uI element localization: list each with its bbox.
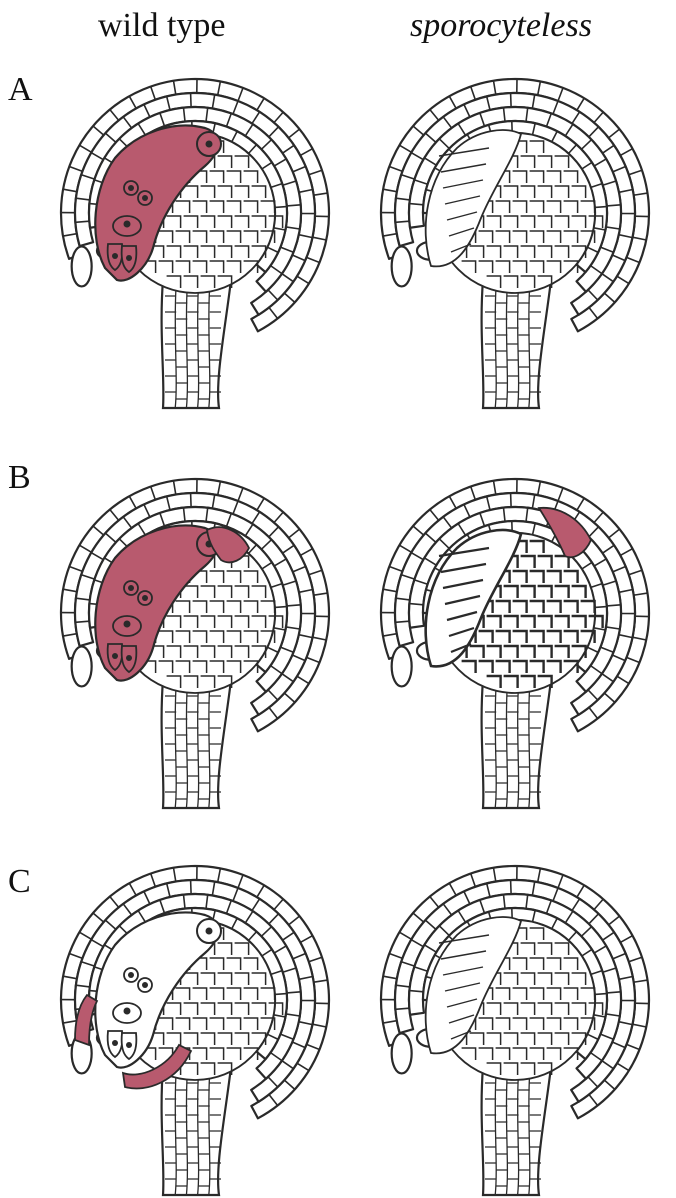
ovule-panel-a-wild-type	[45, 48, 345, 408]
polar-nucleolus	[142, 982, 148, 988]
outer-integument-tip	[72, 646, 92, 686]
polar-nucleolus	[142, 195, 148, 201]
synergid-nucleus	[126, 1042, 132, 1048]
row-label-c: C	[8, 862, 31, 902]
synergid-nucleus	[112, 1040, 118, 1046]
ovule-panel-c-wild-type	[45, 835, 345, 1195]
outer-integument-tip	[72, 246, 92, 286]
synergid-nucleus	[112, 253, 118, 259]
row-label-b: B	[8, 458, 31, 498]
egg-nucleus	[124, 621, 131, 628]
row-label-a: A	[8, 70, 33, 110]
ovule-panel-a-sporocyteless	[365, 48, 665, 408]
polar-nucleolus	[142, 595, 148, 601]
antipodal-nucleus	[206, 928, 213, 935]
ovule-panel-c-sporocyteless	[365, 835, 665, 1195]
column-header-wild-type: wild type	[98, 6, 225, 46]
egg-nucleus	[124, 1008, 131, 1015]
outer-integument-tip	[392, 646, 412, 686]
synergid-nucleus	[112, 653, 118, 659]
synergid-nucleus	[126, 655, 132, 661]
polar-nucleolus	[128, 185, 134, 191]
ovule-panel-b-wild-type	[45, 448, 345, 808]
ovule-diagram	[45, 835, 345, 1195]
polar-nucleolus	[128, 585, 134, 591]
ovule-diagram	[365, 48, 665, 408]
ovule-diagram	[45, 448, 345, 808]
antipodal-nucleus	[206, 141, 213, 148]
ovule-panel-b-sporocyteless	[365, 448, 665, 808]
outer-integument-tip	[392, 1033, 412, 1073]
synergid-nucleus	[126, 255, 132, 261]
ovule-diagram	[365, 448, 665, 808]
ovule-diagram	[45, 48, 345, 408]
ovule-diagram	[365, 835, 665, 1195]
column-header-sporocyteless: sporocyteless	[410, 6, 592, 46]
outer-integument-tip	[392, 246, 412, 286]
polar-nucleolus	[128, 972, 134, 978]
egg-nucleus	[124, 221, 131, 228]
